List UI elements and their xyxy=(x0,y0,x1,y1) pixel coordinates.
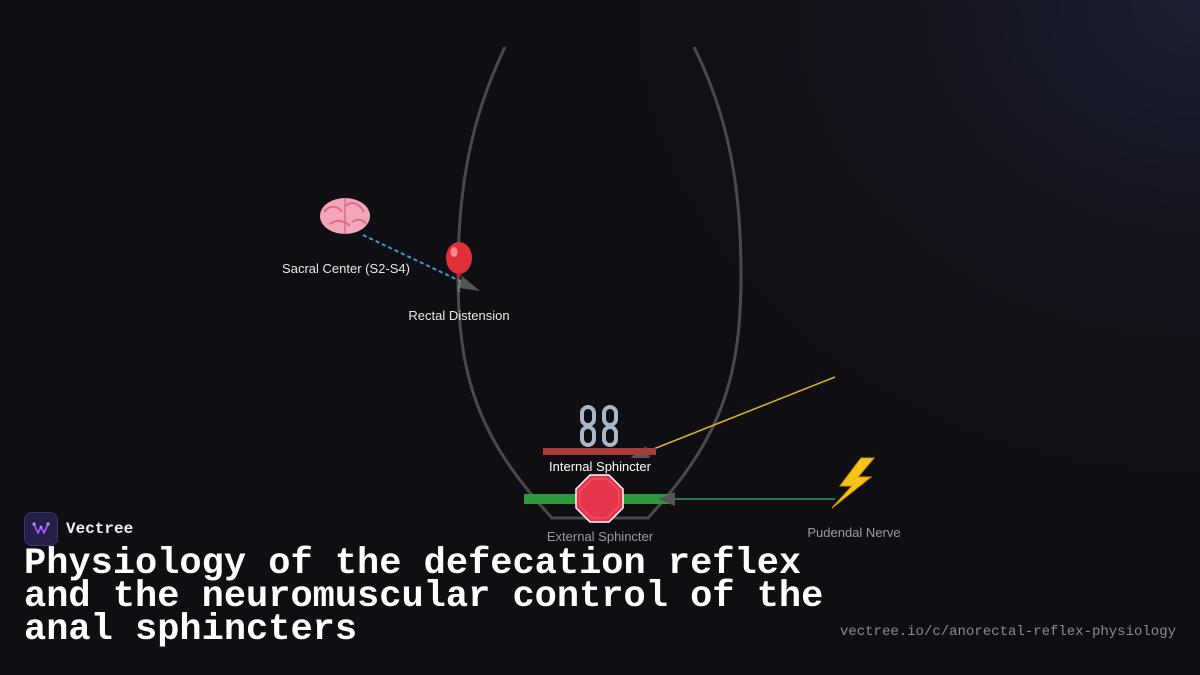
page-title: Physiology of the defecation reflex and … xyxy=(24,543,824,651)
balloon-icon xyxy=(446,242,472,293)
pudendal-nerve-label: Pudendal Nerve xyxy=(807,525,900,540)
lightning-icon xyxy=(831,457,876,509)
chain-icon xyxy=(580,405,618,447)
rectum-outline xyxy=(456,46,743,520)
stop-sign-icon xyxy=(575,474,624,523)
internal-sphincter-label: Internal Sphincter xyxy=(549,459,652,474)
internal-sphincter-bar xyxy=(543,448,656,455)
external-sphincter-label: External Sphincter xyxy=(547,529,654,544)
rectal-distension-label: Rectal Distension xyxy=(408,308,509,323)
relaxation-signal-line xyxy=(645,376,836,453)
brand-name: Vectree xyxy=(66,520,134,538)
brain-icon xyxy=(320,198,370,234)
afferent-arrowhead xyxy=(459,276,480,291)
vectree-logo xyxy=(24,512,58,546)
sacral-center-label: Sacral Center (S2-S4) xyxy=(282,261,410,276)
pudendal-arrowhead xyxy=(658,492,675,506)
brand[interactable]: Vectree xyxy=(24,512,133,546)
source-url[interactable]: vectree.io/c/anorectal-reflex-physiology xyxy=(839,624,1176,640)
afferent-signal-line xyxy=(362,234,463,283)
